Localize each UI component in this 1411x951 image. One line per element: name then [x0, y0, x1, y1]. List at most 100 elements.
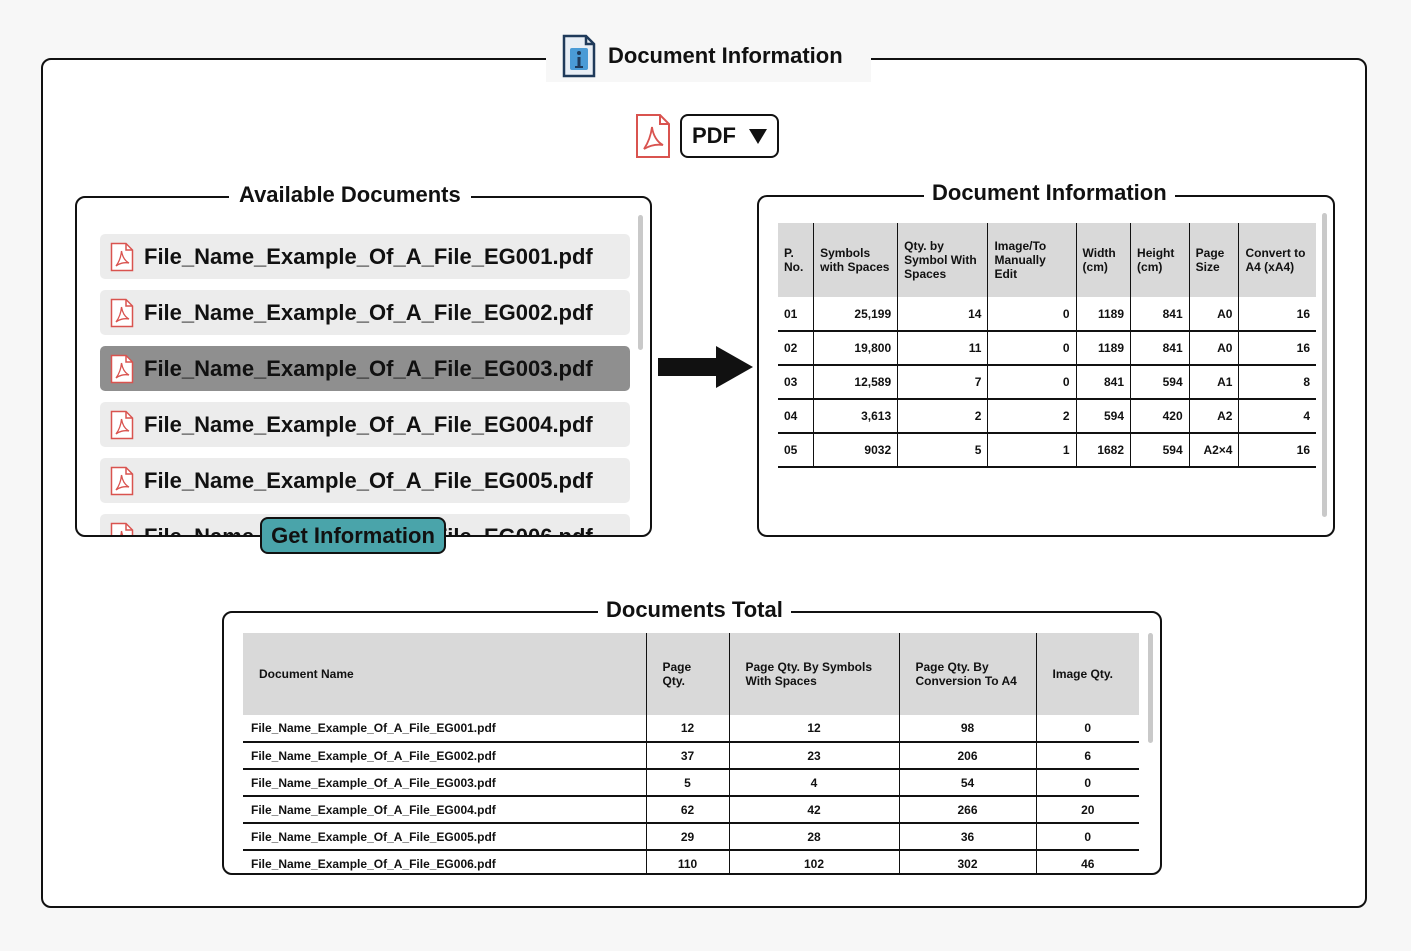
file-name: File_Name_Example_Of_A_File_EG001.pdf [144, 243, 593, 269]
table-cell: 7 [897, 365, 988, 400]
table-cell: 04 [778, 399, 814, 434]
table-cell: 841 [1130, 297, 1190, 332]
table-cell: File_Name_Example_Of_A_File_EG004.pdf [243, 796, 646, 824]
pdf-icon [110, 298, 134, 327]
table-cell: File_Name_Example_Of_A_File_EG006.pdf [243, 850, 646, 873]
table-cell: 206 [898, 742, 1036, 770]
info-column-header: Convert to A4 (xA4) [1238, 223, 1316, 297]
table-cell: File_Name_Example_Of_A_File_EG002.pdf [243, 742, 646, 770]
table-cell: 25,199 [813, 297, 898, 332]
table-cell: 36 [898, 823, 1036, 851]
table-cell: 98 [898, 715, 1036, 743]
table-cell: 42 [728, 796, 899, 824]
document-information-scrollbar[interactable] [1322, 213, 1327, 517]
info-column-header: Image/To Manually Edit [987, 223, 1077, 297]
table-cell: A0 [1188, 297, 1239, 332]
totals-column-header: Page Qty. By Symbols With Spaces [728, 633, 899, 715]
table-cell: File_Name_Example_Of_A_File_EG001.pdf [243, 715, 646, 743]
documents-total-scrollbar[interactable] [1148, 633, 1153, 743]
table-cell: 03 [778, 365, 814, 400]
table-cell: 0 [1035, 715, 1139, 743]
table-cell: 0 [1035, 823, 1139, 851]
table-cell: 29 [645, 823, 729, 851]
table-cell: 110 [645, 850, 729, 873]
documents-total-title: Documents Total [598, 599, 791, 625]
pdf-icon [110, 354, 134, 383]
pdf-icon [110, 522, 134, 535]
format-dropdown-value: PDF [692, 123, 736, 148]
table-cell: 594 [1130, 433, 1190, 468]
totals-column-header: Document Name [243, 633, 646, 715]
file-name: File_Name_Example_Of_A_File_EG005.pdf [144, 467, 593, 493]
table-cell: 6 [1035, 742, 1139, 770]
table-cell: 0 [987, 365, 1077, 400]
table-cell: 20 [1035, 796, 1139, 824]
table-cell: 14 [897, 297, 988, 332]
table-cell: 16 [1238, 433, 1316, 468]
table-cell: 46 [1035, 850, 1139, 873]
table-cell: 3,613 [813, 399, 898, 434]
table-cell: 2 [987, 399, 1077, 434]
main-title-text: Document Information [608, 43, 843, 68]
table-cell: 0 [1035, 769, 1139, 797]
table-cell: 4 [1238, 399, 1316, 434]
document-information-title: Document Information [924, 182, 1175, 208]
table-cell: 54 [898, 769, 1036, 797]
table-cell: 594 [1075, 399, 1131, 434]
file-list-item[interactable]: File_Name_Example_Of_A_File_EG004.pdf [100, 402, 630, 447]
file-list-item[interactable]: File_Name_Example_Of_A_File_EG001.pdf [100, 234, 630, 279]
pdf-icon [110, 466, 134, 495]
table-cell: A1 [1188, 365, 1239, 400]
table-cell: 0 [987, 297, 1077, 332]
table-cell: 5 [897, 433, 988, 468]
totals-column-header: Image Qty. [1035, 633, 1139, 715]
file-name: File_Name_Example_Of_A_File_EG004.pdf [144, 411, 593, 437]
table-cell: 12,589 [813, 365, 898, 400]
table-cell: 12 [645, 715, 729, 743]
table-cell: A2×4 [1188, 433, 1239, 468]
table-cell: 841 [1075, 365, 1131, 400]
available-documents-title: Available Documents [229, 184, 471, 210]
table-cell: File_Name_Example_Of_A_File_EG005.pdf [243, 823, 646, 851]
arrow-right-icon [658, 346, 753, 388]
info-document-icon [562, 34, 596, 78]
main-title: Document Information [546, 30, 871, 82]
table-cell: 1189 [1075, 331, 1131, 366]
file-list-item[interactable]: File_Name_Example_Of_A_File_EG003.pdf [100, 346, 630, 391]
table-cell: 841 [1130, 331, 1190, 366]
file-list-scrollbar[interactable] [638, 215, 643, 350]
info-column-header: Page Size [1188, 223, 1239, 297]
get-information-button[interactable]: Get Information [260, 517, 446, 554]
format-dropdown[interactable]: PDF [680, 114, 779, 158]
file-name: File_Name_Example_Of_A_File_EG003.pdf [144, 355, 593, 381]
table-cell: 2 [897, 399, 988, 434]
table-cell: 12 [728, 715, 899, 743]
table-cell: 16 [1238, 331, 1316, 366]
table-cell: 302 [898, 850, 1036, 873]
table-cell: 0 [987, 331, 1077, 366]
table-cell: 62 [645, 796, 729, 824]
table-cell: 1682 [1075, 433, 1131, 468]
table-cell: 102 [728, 850, 899, 873]
table-cell: 8 [1238, 365, 1316, 400]
pdf-icon [636, 114, 670, 158]
file-list-item[interactable]: File_Name_Example_Of_A_File_EG005.pdf [100, 458, 630, 503]
table-cell: 23 [728, 742, 899, 770]
table-cell: 266 [898, 796, 1036, 824]
file-list-item[interactable]: File_Name_Example_Of_A_File_EG002.pdf [100, 290, 630, 335]
table-cell: File_Name_Example_Of_A_File_EG003.pdf [243, 769, 646, 797]
totals-column-header: Page Qty. By Conversion To A4 [898, 633, 1036, 715]
table-cell: 19,800 [813, 331, 898, 366]
table-cell: 16 [1238, 297, 1316, 332]
file-name: File_Name_Example_Of_A_File_EG002.pdf [144, 299, 593, 325]
